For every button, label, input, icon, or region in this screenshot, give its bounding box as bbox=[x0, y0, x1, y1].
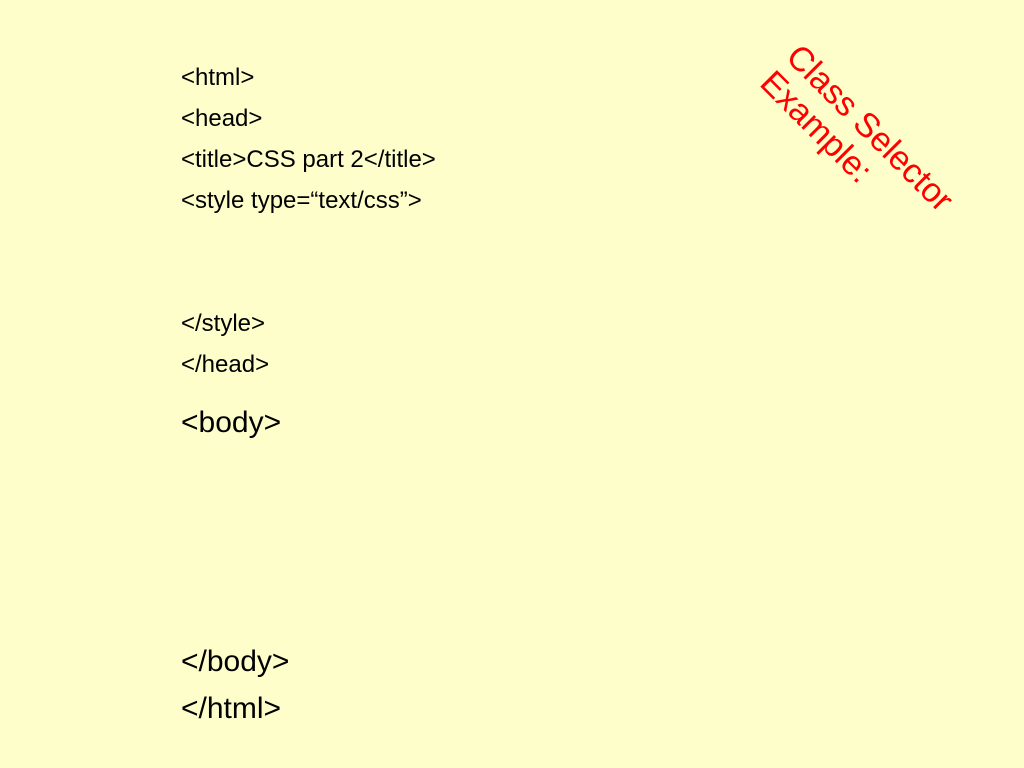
code-line-html-close: </html> bbox=[181, 692, 282, 725]
code-line-style-close: </style> bbox=[181, 310, 266, 337]
code-line-title: <title>CSS part 2</title> bbox=[181, 146, 436, 173]
code-line-body-open: <body> bbox=[181, 406, 282, 439]
code-line-head-open: <head> bbox=[181, 105, 263, 132]
slide-title: Class Selector Example: bbox=[753, 37, 975, 260]
code-line-head-close: </head> bbox=[181, 351, 270, 378]
code-line-body-close: </body> bbox=[181, 645, 290, 678]
code-line-html-open: <html> bbox=[181, 64, 255, 91]
code-line-style-open: <style type=“text/css”> bbox=[181, 187, 422, 214]
